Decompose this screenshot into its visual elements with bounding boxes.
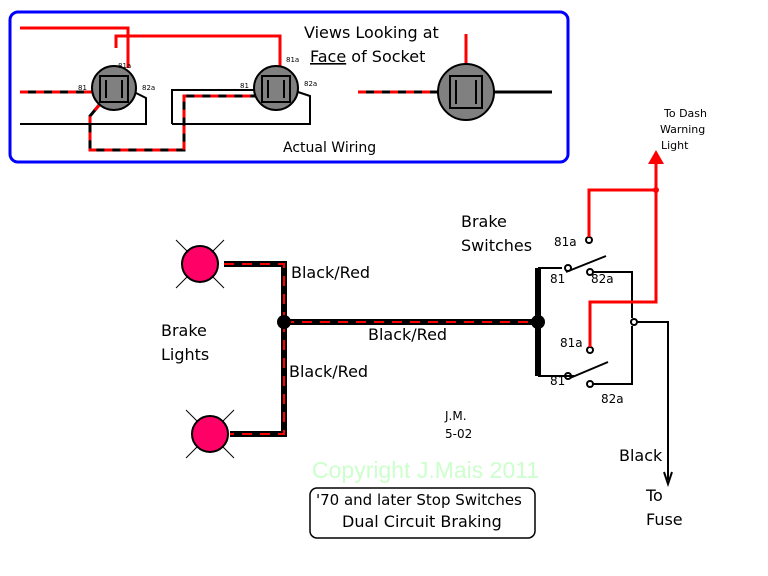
author-date: 5-02	[445, 427, 472, 441]
junction-right	[531, 315, 545, 329]
socket-right-82a: 82a	[304, 80, 317, 88]
brake-light-upper	[175, 239, 225, 289]
brake-lights-label-2: Lights	[161, 345, 209, 364]
caption-line1: '70 and later Stop Switches	[316, 491, 522, 509]
main-blackred-wires	[224, 261, 540, 437]
inset-title-line1: Views Looking at	[304, 23, 439, 42]
dash-label-1: To Dash	[663, 107, 707, 120]
to-fuse-label-2: Fuse	[646, 510, 683, 529]
wire-label-black: Black	[619, 446, 663, 465]
fuse-wire	[637, 321, 673, 488]
warning-light-wires	[587, 162, 658, 347]
brake-switches-label-2: Switches	[461, 236, 532, 255]
inset-title-face: Face	[310, 47, 346, 66]
inset-black-wires	[20, 89, 311, 125]
inset-red-feed	[20, 26, 282, 72]
socket-right-81a: 81a	[286, 56, 299, 64]
switch-lower-81a: 81a	[560, 336, 583, 350]
to-fuse-label-1: To	[645, 486, 663, 505]
socket-right-81: 81	[240, 82, 249, 90]
caption-line2: Dual Circuit Braking	[342, 512, 502, 531]
warning-junction	[653, 187, 659, 193]
switch-lower	[564, 326, 633, 388]
dash-label-3: Light	[661, 139, 689, 152]
author-initials: J.M.	[444, 409, 467, 423]
switch-common-node	[630, 318, 638, 326]
wire-label-lower: Black/Red	[289, 362, 368, 381]
inset-blackred-wires	[20, 90, 260, 152]
switch-upper-81a: 81a	[554, 235, 577, 249]
copyright-text: Copyright J.Mais 2011	[312, 457, 539, 483]
socket-right: 81a 81 82a	[240, 56, 317, 111]
junction-left	[277, 315, 291, 329]
socket-left-82a: 82a	[142, 84, 155, 92]
inset-title-line2: Face of Socket	[310, 47, 425, 66]
caption-box: '70 and later Stop Switches Dual Circuit…	[309, 487, 536, 539]
brake-switches-label-1: Brake	[461, 212, 507, 231]
socket-left: 81a 81 82a	[78, 62, 155, 111]
inset-caption: Actual Wiring	[283, 140, 376, 156]
wire-label-upper: Black/Red	[291, 263, 370, 282]
inset-panel: 81a 81 82a 81a 81 82a Views Looking at F	[8, 10, 570, 164]
dash-label-2: Warning	[660, 123, 705, 136]
socket-face-view	[358, 34, 552, 121]
switch-lower-82a: 82a	[601, 392, 624, 406]
inset-title-rest: of Socket	[346, 47, 425, 66]
switch-upper-81: 81	[550, 272, 565, 286]
socket-left-81a: 81a	[118, 62, 131, 70]
wire-label-middle: Black/Red	[368, 325, 447, 344]
switch-upper-82a: 82a	[591, 272, 614, 286]
brake-lights-label-1: Brake	[161, 321, 207, 340]
socket-left-81: 81	[78, 84, 87, 92]
switch-lower-81: 81	[550, 374, 565, 388]
brake-light-lower	[185, 409, 235, 459]
dash-arrow	[648, 150, 664, 164]
